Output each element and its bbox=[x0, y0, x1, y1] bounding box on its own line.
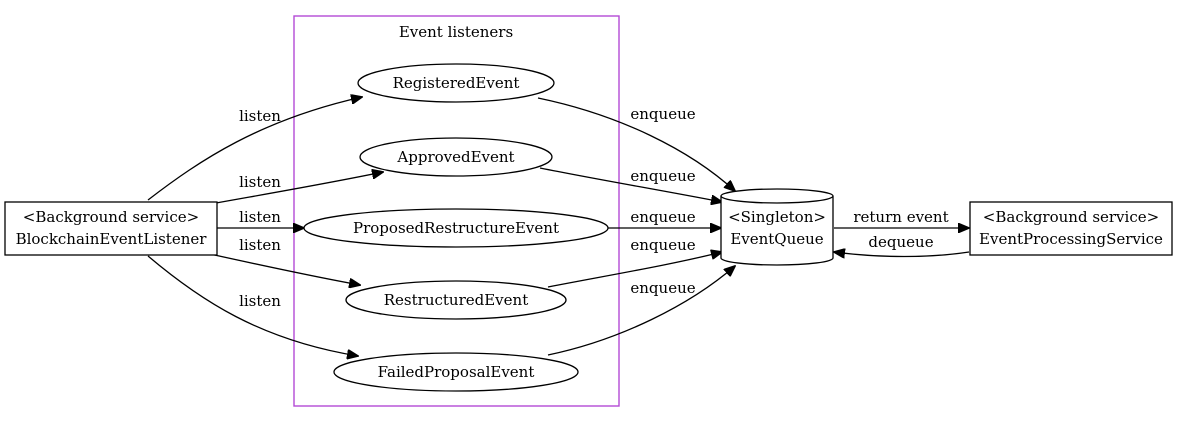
event-processing-service-node: <Background service> EventProcessingServ… bbox=[969, 201, 1173, 256]
registered-event-node: RegisteredEvent bbox=[357, 63, 555, 103]
edge-enqueue-restructured: enqueue bbox=[547, 236, 722, 288]
restructured-event-node: RestructuredEvent bbox=[345, 280, 567, 320]
edge-label: return event bbox=[853, 208, 948, 226]
cluster-title: Event listeners bbox=[399, 23, 513, 41]
edge-label: listen bbox=[239, 292, 281, 310]
node-stereotype: <Background service> bbox=[23, 208, 199, 226]
edge-listen-restructured: listen bbox=[209, 236, 360, 285]
node-label: ApprovedEvent bbox=[396, 148, 514, 166]
event-queue-node: <Singleton> EventQueue bbox=[720, 188, 834, 266]
node-name: BlockchainEventListener bbox=[16, 230, 208, 248]
edge-label: listen bbox=[239, 173, 281, 191]
edge-return-event: return event bbox=[834, 208, 969, 228]
edge-label: listen bbox=[239, 208, 281, 226]
node-label: RestructuredEvent bbox=[384, 291, 528, 309]
node-label: ProposedRestructureEvent bbox=[353, 219, 559, 237]
edge-enqueue-failed: enqueue bbox=[547, 266, 735, 356]
event-listeners-cluster: Event listeners bbox=[293, 15, 620, 407]
edge-enqueue-proposed: enqueue bbox=[608, 208, 721, 228]
node-stereotype: <Background service> bbox=[983, 208, 1159, 226]
edge-label: enqueue bbox=[630, 208, 695, 226]
failed-proposal-event-node: FailedProposalEvent bbox=[333, 352, 579, 392]
edge-dequeue: dequeue bbox=[834, 233, 970, 257]
edge-label: enqueue bbox=[630, 105, 695, 123]
edge-label: enqueue bbox=[630, 236, 695, 254]
blockchain-event-listener-node: <Background service> BlockchainEventList… bbox=[4, 201, 218, 256]
edge-listen-failed: listen bbox=[147, 255, 358, 356]
node-name: EventProcessingService bbox=[979, 230, 1163, 248]
edge-listen-approved: listen bbox=[204, 172, 383, 206]
edge-label: dequeue bbox=[868, 233, 933, 251]
edge-listen-proposed: listen bbox=[210, 208, 304, 228]
node-label: FailedProposalEvent bbox=[378, 363, 535, 381]
node-name: EventQueue bbox=[730, 230, 823, 248]
edge-enqueue-registered: enqueue bbox=[537, 97, 735, 191]
node-stereotype: <Singleton> bbox=[728, 208, 826, 226]
approved-event-node: ApprovedEvent bbox=[359, 137, 553, 177]
edge-listen-registered: listen bbox=[147, 97, 362, 201]
edge-label: listen bbox=[239, 236, 281, 254]
node-label: RegisteredEvent bbox=[393, 74, 520, 92]
edge-label: listen bbox=[239, 107, 281, 125]
edge-enqueue-approved: enqueue bbox=[539, 167, 722, 202]
proposed-restructure-event-node: ProposedRestructureEvent bbox=[303, 208, 609, 248]
edge-label: enqueue bbox=[630, 279, 695, 297]
edge-label: enqueue bbox=[630, 167, 695, 185]
